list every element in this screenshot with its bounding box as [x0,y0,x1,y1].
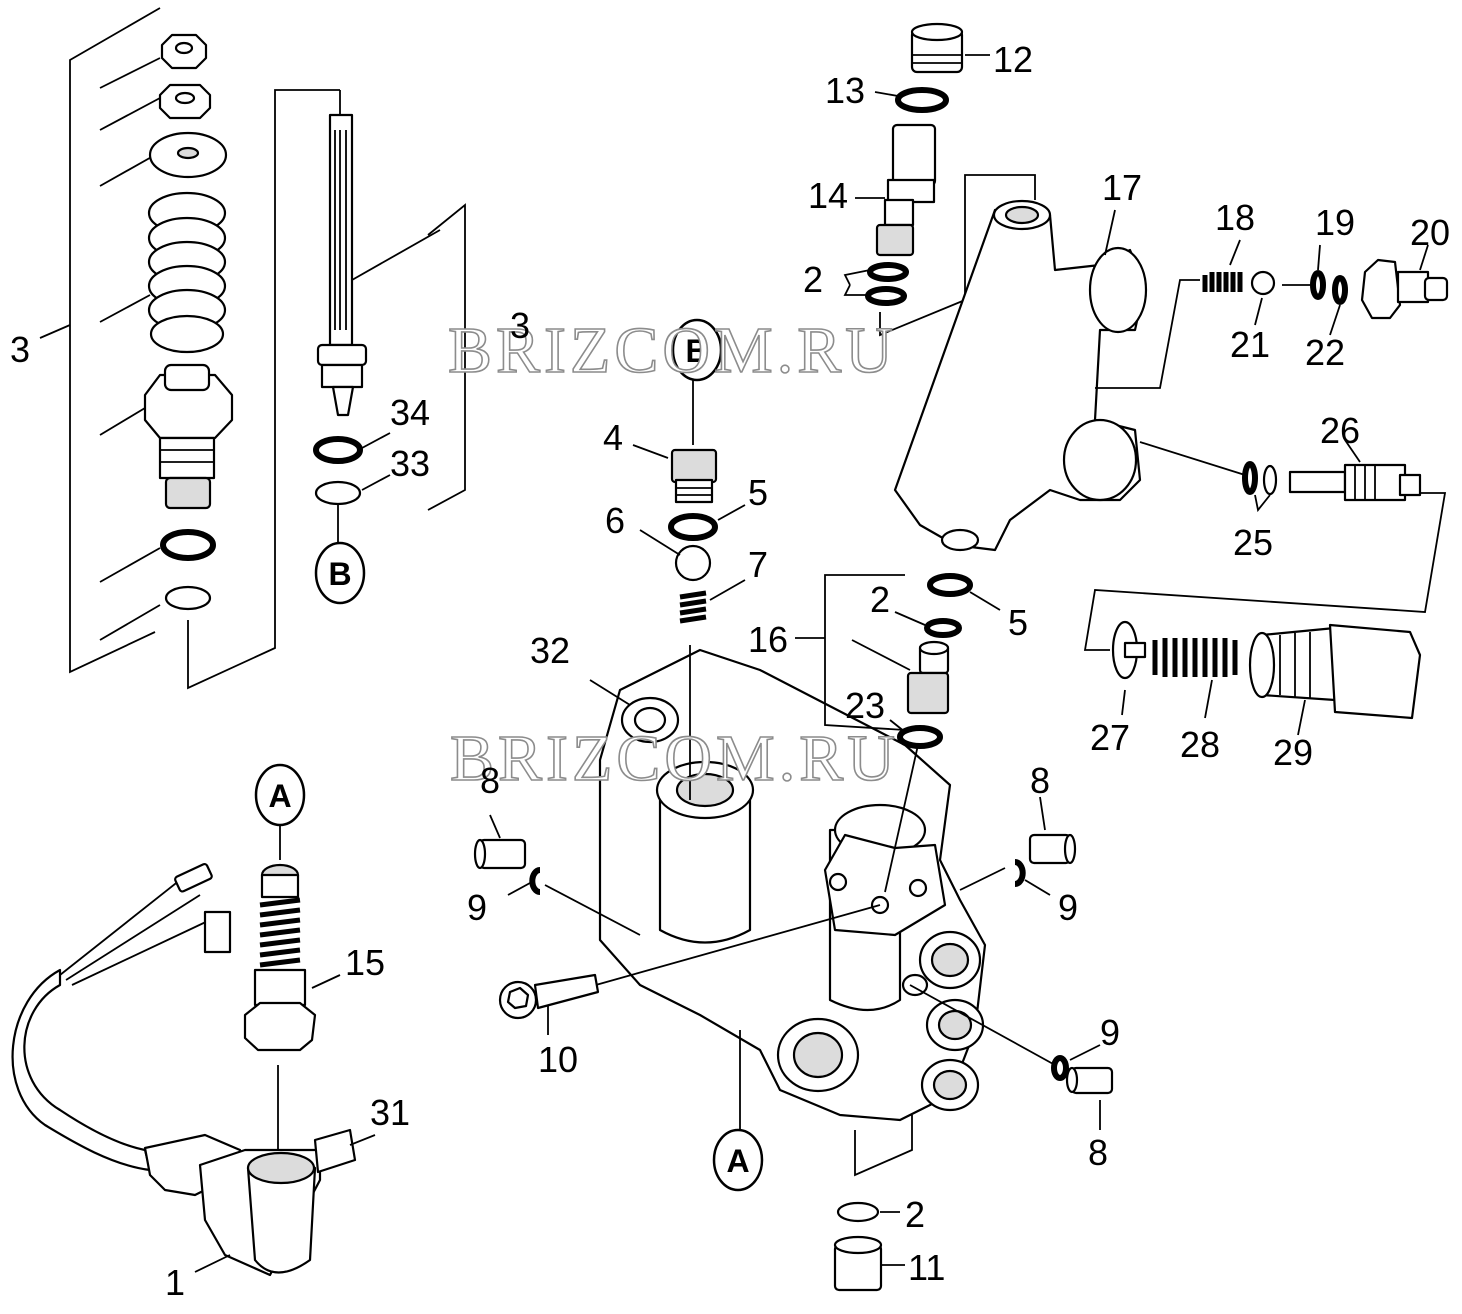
callout-21: 21 [1230,324,1270,365]
check-valve [795,573,1001,749]
marker-b-bottom: B [314,541,366,605]
marker-b-top: B [671,318,723,382]
callout-3-left: 3 [10,329,30,370]
callout-10: 10 [538,1039,578,1080]
callout-25: 25 [1233,522,1273,563]
callout-7: 7 [748,544,768,585]
callout-26: 26 [1320,410,1360,451]
watermark-top: BRIZCOM.RU [448,314,897,387]
relief-valve [1111,620,1422,736]
svg-text:A: A [268,778,291,814]
callout-9-left: 9 [467,887,487,928]
marker-a-top: A [254,763,306,827]
callout-18: 18 [1215,197,1255,238]
callout-14: 14 [808,175,848,216]
callout-28: 28 [1180,724,1220,765]
inlet-fitting [1202,239,1449,336]
callout-8-left: 8 [480,760,500,801]
svg-text:B: B [685,333,708,369]
spring [147,191,227,354]
callout-19: 19 [1315,202,1355,243]
svg-text:B: B [328,556,351,592]
callout-3-right: 3 [510,305,530,346]
connector-nipple [1083,439,1447,651]
callout-9-bottom: 9 [1100,1012,1120,1053]
callout-27: 27 [1090,717,1130,758]
callout-2-top: 2 [803,259,823,300]
callout-23: 23 [845,685,885,726]
outlet-manifold [843,22,1246,552]
callout-31: 31 [370,1092,410,1133]
callout-4: 4 [603,417,623,458]
marker-a-bottom: A [712,1128,764,1192]
bolt [498,973,600,1035]
callout-33: 33 [390,443,430,484]
callout-1: 1 [165,1262,185,1303]
callout-15: 15 [345,942,385,983]
callout-16: 16 [748,619,788,660]
svg-text:A: A [726,1143,749,1179]
plugs [473,796,1114,1130]
callout-11: 11 [908,1247,945,1288]
watermark-bottom: BRIZCOM.RU [450,722,899,795]
valve-stack [632,380,746,624]
callout-32: 32 [530,630,570,671]
pump-head [544,645,1056,1177]
callout-5-top: 5 [748,472,768,513]
callout-8-right: 8 [1030,760,1050,801]
callout-17: 17 [1102,167,1142,208]
plunger-rod [313,90,466,545]
callout-22: 22 [1305,332,1345,373]
callout-34: 34 [390,392,430,433]
callout-5-mid: 5 [1008,602,1028,643]
callout-29: 29 [1273,732,1313,773]
callout-12: 12 [993,39,1033,80]
callout-20: 20 [1410,212,1450,253]
bottom-plug [833,1201,905,1292]
callout-13: 13 [825,70,865,111]
callout-6: 6 [605,500,625,541]
callout-2-mid: 2 [870,579,890,620]
pressure-switch [11,825,376,1277]
callout-9-right: 9 [1058,887,1078,928]
unloader-valve-assembly [39,7,340,690]
callout-labels: 3 3 34 33 4 5 6 7 32 12 13 14 2 17 18 19… [10,39,1450,1303]
callout-2-bottom: 2 [905,1194,925,1235]
callout-8-bottom: 8 [1088,1132,1108,1173]
